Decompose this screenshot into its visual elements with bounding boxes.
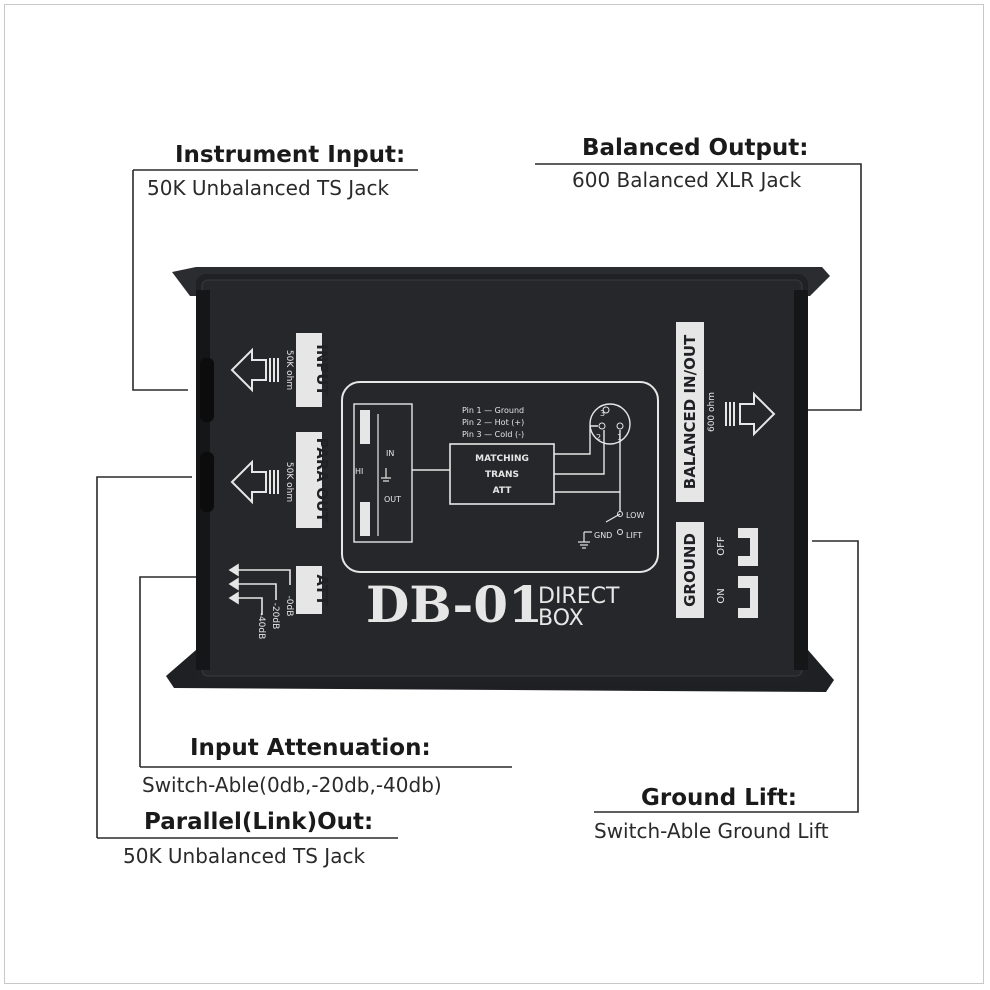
att-40db-text: -40dB — [256, 613, 266, 640]
device-body — [166, 267, 834, 692]
switch-top-icon — [360, 410, 370, 444]
att-label: ATT — [313, 574, 331, 606]
parallel-out-desc: 50K Unbalanced TS Jack — [123, 844, 366, 868]
left-labels: INPUT PARA OUT ATT 50K ohm 50K ohm -0dB … — [228, 333, 331, 640]
att-arrows-icon — [228, 563, 291, 615]
ground-symbol-icon — [381, 468, 391, 482]
input-attenuation-leader — [139, 576, 196, 767]
balanced-output-leader — [535, 163, 862, 411]
para-out-arrow-icon — [230, 459, 279, 505]
wires-to-xlr — [554, 425, 621, 512]
right-side-edge — [794, 290, 808, 670]
trans-text: TRANS — [485, 470, 519, 480]
balanced-output-desc: 600 Balanced XLR Jack — [572, 168, 802, 192]
para-out-ohm-text: 50K ohm — [284, 462, 294, 502]
chassis-ground-icon — [578, 531, 592, 549]
parallel-out-title: Parallel(Link)Out: — [144, 809, 374, 835]
switch-bottom-icon — [360, 502, 370, 536]
ground-lift-title: Ground Lift: — [641, 785, 797, 811]
xlr-connector-icon — [589, 403, 631, 445]
para-out-jack[interactable] — [200, 452, 214, 512]
input-label-plate — [296, 333, 322, 407]
schematic-in-text: IN — [386, 449, 394, 458]
ground-label-plate — [676, 522, 704, 618]
ground-lift-leader — [594, 540, 859, 813]
att-20db-text: -20dB — [270, 603, 280, 630]
image-frame — [4, 4, 984, 984]
switch-block — [353, 403, 413, 543]
input-attenuation-title: Input Attenuation: — [190, 735, 431, 761]
box-text: BOX — [538, 606, 584, 631]
input-label: INPUT — [313, 344, 331, 396]
input-arrow-icon — [230, 347, 279, 393]
schematic-outline — [341, 381, 659, 573]
pin2-text: Pin 2 — Hot (+) — [462, 418, 524, 427]
instrument-input-leader — [132, 170, 188, 391]
balanced-ohm-text: 600 ohm — [707, 392, 717, 432]
right-labels: BALANCED IN/OUT 600 ohm GROUND OFF ON — [676, 322, 776, 618]
low-text: LOW — [626, 511, 644, 520]
xlr-pin2-label: 2 — [596, 433, 601, 442]
matching-text: MATCHING — [475, 454, 529, 464]
schematic-out-text: OUT — [384, 495, 401, 504]
balanced-arrow-icon — [725, 391, 776, 437]
parallel-out-leader — [96, 476, 192, 838]
xlr-pin3-label: 3 — [600, 409, 605, 418]
ground-off-text: OFF — [716, 536, 727, 556]
instrument-input-desc: 50K Unbalanced TS Jack — [147, 176, 390, 200]
input-jack[interactable] — [200, 358, 214, 422]
ground-switch-icon[interactable] — [738, 528, 758, 618]
instrument-input-title: Instrument Input: — [175, 142, 406, 168]
callout-leader-lines — [96, 163, 862, 839]
ground-lift-desc: Switch-Able Ground Lift — [594, 819, 829, 843]
schematic-hi-text: HI — [355, 467, 363, 476]
para-out-label-plate — [296, 432, 322, 528]
para-out-label: PARA OUT — [313, 438, 331, 524]
model-name: DB-01 — [366, 575, 543, 634]
balanced-output-title: Balanced Output: — [582, 135, 809, 161]
input-ohm-text: 50K ohm — [284, 350, 294, 390]
att-block-text: ATT — [493, 486, 513, 496]
pin3-text: Pin 3 — Cold (-) — [462, 430, 524, 439]
gnd-text: GND — [594, 531, 612, 540]
schematic-diagram: IN OUT HI MATCHING TRANS ATT Pin 1 — Gro… — [341, 381, 659, 573]
balanced-label: BALANCED IN/OUT — [681, 334, 699, 489]
input-attenuation-desc: Switch-Able(0db,-20db,-40db) — [142, 773, 442, 797]
ground-label: GROUND — [681, 533, 699, 607]
att-0db-text: -0dB — [284, 596, 294, 617]
ground-on-text: ON — [716, 588, 727, 603]
att-label-plate — [296, 566, 322, 614]
pin1-text: Pin 1 — Ground — [462, 406, 524, 415]
jacks-left — [200, 358, 214, 512]
balanced-label-plate — [676, 322, 704, 502]
direct-text: DIRECT — [538, 584, 620, 609]
lift-text: LIFT — [626, 531, 642, 540]
